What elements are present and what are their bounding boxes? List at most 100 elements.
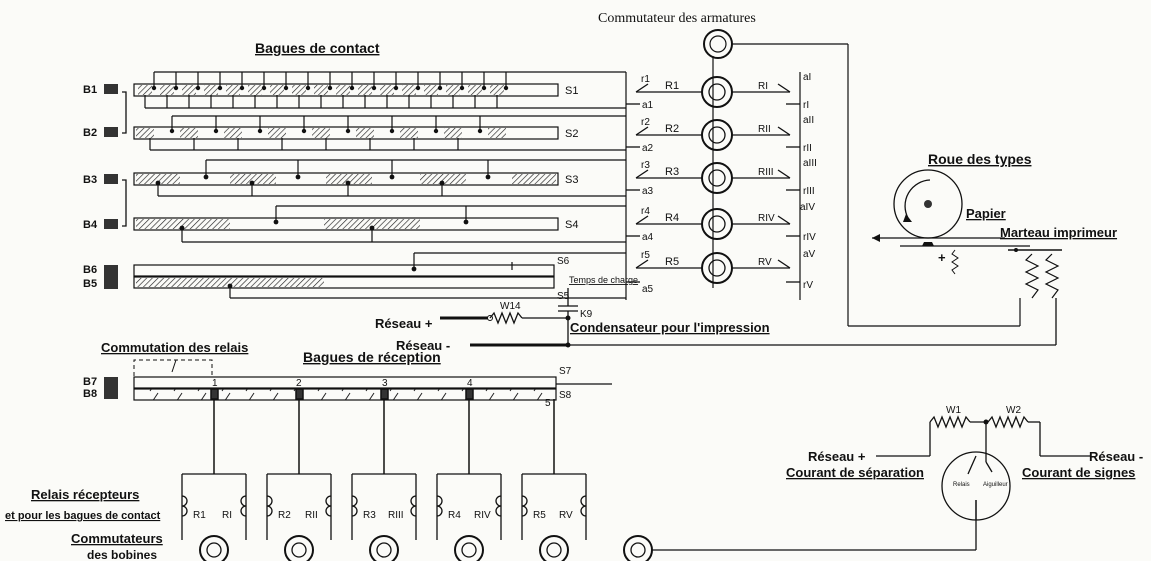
ring-s5 — [133, 276, 555, 289]
bottom-relay-rIV: RIV — [474, 510, 491, 521]
ring-s8 — [133, 388, 557, 401]
contact-r3: r3 — [641, 160, 650, 171]
label-w14: W14 — [500, 301, 521, 312]
contact-a1: a1 — [642, 100, 654, 111]
contact-r4: r4 — [641, 206, 650, 217]
label-plus-sign: + — [938, 250, 946, 265]
contact-a4: a4 — [642, 232, 654, 243]
ring-block-b2 — [104, 127, 118, 137]
bottom-relay-rII: RII — [305, 510, 318, 521]
ring-block-b6-b5 — [104, 265, 118, 289]
label-commutation-relais: Commutation des relais — [101, 340, 248, 355]
label-aiguilleur: Aiguilleur — [983, 482, 1008, 488]
label-temps-charge: Temps de charge — [569, 275, 638, 285]
contact-a2: a2 — [642, 143, 654, 154]
label-bagues-contact: Bagues de contact — [255, 40, 380, 56]
bottom-relay-r2: R2 — [278, 510, 291, 521]
ring-block-b7-b8 — [104, 377, 118, 399]
label-commutateurs: Commutateurs — [71, 531, 163, 546]
label-courant-separation: Courant de séparation — [786, 465, 924, 480]
contact-rII: rII — [803, 143, 812, 154]
bottom-relay-r5: R5 — [533, 510, 546, 521]
recv-num-1: 1 — [212, 378, 218, 389]
label-relais-small: Relais — [953, 482, 970, 488]
ring-label-s2: S2 — [565, 128, 578, 140]
ring-label-b4: B4 — [83, 219, 98, 231]
ring-label-b5: B5 — [83, 278, 97, 290]
contact-rV: rV — [803, 280, 813, 291]
relay-column — [625, 29, 1021, 327]
ring-s6 — [133, 264, 555, 277]
relay-rows: R1 R2 R3 R4 R5 RI RII RIII RIV RV r1 r2 … — [626, 72, 817, 295]
relay-label-r5: R5 — [665, 256, 679, 268]
bottom-relay-rI: RI — [222, 510, 232, 521]
bottom-relay-r3: R3 — [363, 510, 376, 521]
relay-label-rI: RI — [758, 81, 768, 92]
recv-num-4: 4 — [467, 378, 473, 389]
relay-label-rIV: RIV — [758, 213, 775, 224]
ring-s7 — [133, 376, 557, 389]
label-courant-signes: Courant de signes — [1022, 465, 1135, 480]
label-roue-types: Roue des types — [928, 151, 1032, 167]
contact-rI: rI — [803, 100, 809, 111]
ring-label-s6: S6 — [557, 256, 570, 267]
contact-r5: r5 — [641, 250, 650, 261]
ring-s4 — [133, 217, 559, 231]
contact-rIII: rIII — [803, 186, 815, 197]
contact-aIV: aIV — [800, 202, 815, 213]
contact-rIV: rIV — [803, 232, 816, 243]
label-bagues-reception: Bagues de réception — [303, 349, 441, 365]
ring-label-b8: B8 — [83, 388, 97, 400]
contact-r2: r2 — [641, 117, 650, 128]
bottom-relay-r4: R4 — [448, 510, 461, 521]
contact-aII: aII — [803, 115, 814, 126]
ring-label-s5: S5 — [557, 291, 570, 302]
ring-block-b1 — [104, 84, 118, 94]
recv-num-3: 3 — [382, 378, 388, 389]
relay-label-rIII: RIII — [758, 167, 774, 178]
ring-label-s1: S1 — [565, 85, 578, 97]
label-k9: K9 — [580, 309, 593, 320]
relay-label-r4: R4 — [665, 212, 679, 224]
ring-s1 — [133, 83, 559, 97]
contact-aV: aV — [803, 249, 816, 260]
diagram-title: Commutateur des armatures — [598, 11, 756, 26]
ring-label-s7: S7 — [559, 366, 572, 377]
label-relais-recepteurs: Relais récepteurs — [31, 487, 139, 502]
relay-label-rV: RV — [758, 257, 772, 268]
contact-r1: r1 — [641, 74, 650, 85]
hammer-head — [922, 242, 934, 246]
ring-label-s4: S4 — [565, 219, 578, 231]
label-condensateur: Condensateur pour l'impression — [570, 320, 770, 335]
contact-rings: S1 S2 S3 S4 S6 S5 S7 S8 — [133, 83, 578, 401]
contact-a3: a3 — [642, 186, 654, 197]
relay-label-rII: RII — [758, 124, 771, 135]
printing-unit: Roue des types Papier Marteau imprimeur … — [872, 151, 1117, 299]
bottom-relay-r1: R1 — [193, 510, 206, 521]
ring-label-b1: B1 — [83, 84, 97, 96]
label-pour-bagues: et pour les bagues de contact — [5, 510, 161, 522]
ring-label-b7: B7 — [83, 376, 97, 388]
relay-label-r3: R3 — [665, 166, 679, 178]
ring-label-s8: S8 — [559, 390, 572, 401]
bottom-relay-rIII: RIII — [388, 510, 404, 521]
separation-unit: W1 W2 Réseau + Réseau - Courant de sépar… — [786, 405, 1143, 521]
ring-label-b2: B2 — [83, 127, 97, 139]
label-papier: Papier — [966, 206, 1006, 221]
ring-s3 — [133, 172, 559, 186]
ring-block-b4 — [104, 219, 118, 229]
relay-label-r1: R1 — [665, 80, 679, 92]
label-w1: W1 — [946, 405, 961, 416]
label-marteau: Marteau imprimeur — [1000, 225, 1117, 240]
recv-num-5: 5 — [545, 398, 551, 409]
label-w2: W2 — [1006, 405, 1021, 416]
contact-aIII: aIII — [803, 158, 817, 169]
label-reseau-plus-2: Réseau + — [808, 449, 866, 464]
ring-block-b3 — [104, 174, 118, 184]
type-wheel-hub — [924, 200, 932, 208]
contact-a5: a5 — [642, 284, 654, 295]
label-des-bobines: des bobines — [87, 548, 157, 561]
brush-wiring — [144, 71, 626, 299]
